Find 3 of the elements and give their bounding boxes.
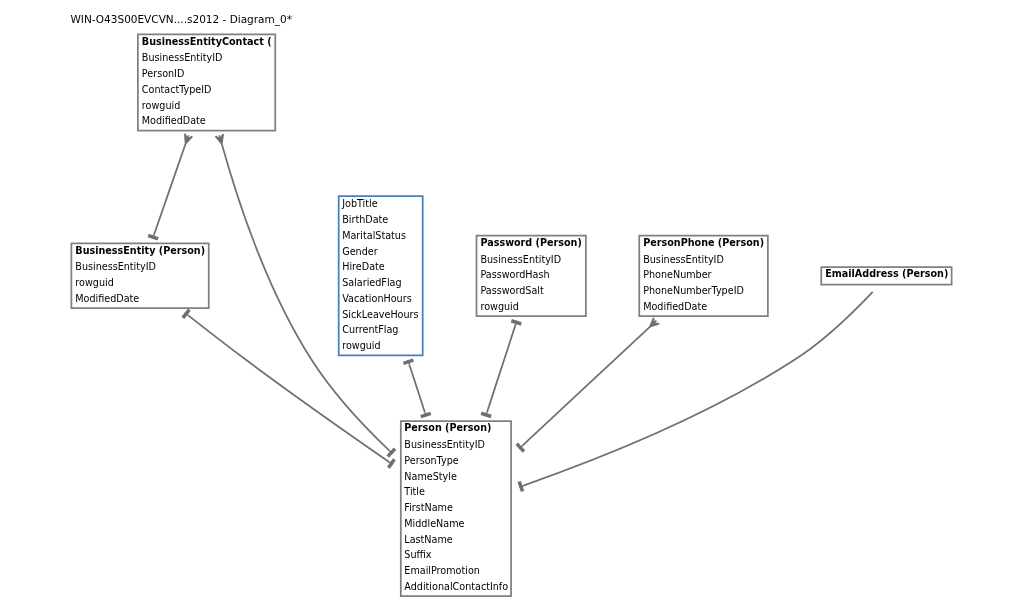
connector [402,358,432,419]
diagram-title: WIN-O43S00EVCVN....s2012 - Diagram_0* [70,13,292,26]
connector [147,133,194,241]
